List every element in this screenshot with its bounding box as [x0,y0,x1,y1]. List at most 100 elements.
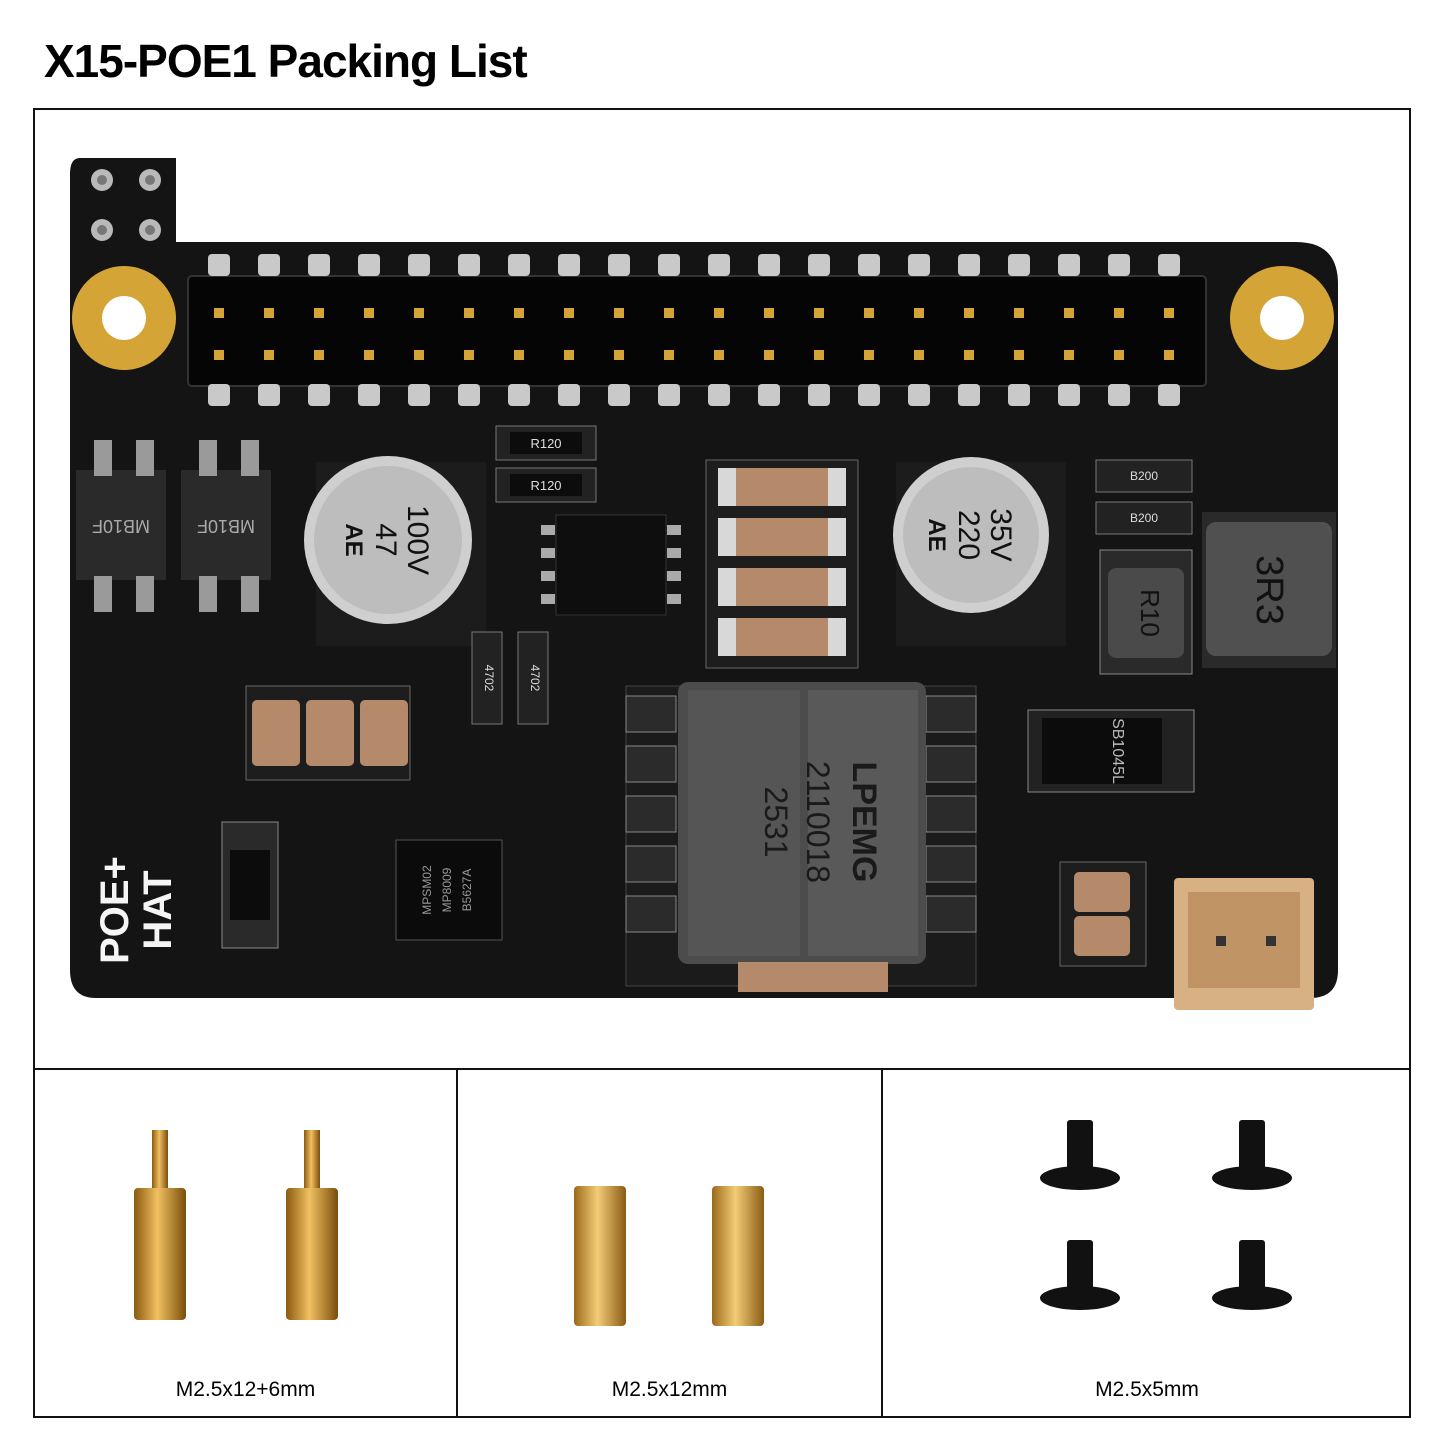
gpio-solder-pad [958,254,980,276]
gpio-solder-pad [358,254,380,276]
gpio-pin [664,350,674,360]
gpio-solder-pad [258,384,280,406]
svg-text:220: 220 [952,510,985,560]
svg-text:100V: 100V [401,505,434,575]
gpio-solder-pad [208,384,230,406]
accessory-caption: M2.5x5mm [1095,1378,1199,1401]
gpio-pin [914,350,924,360]
gpio-solder-pad [908,384,930,406]
gpio-solder-pad [1108,254,1130,276]
gpio-pin [1164,308,1174,318]
gpio-solder-pad [1158,384,1180,406]
schottky-diode: SB1045L [1027,709,1195,793]
svg-text:R120: R120 [530,436,561,451]
gpio-pin [364,308,374,318]
svg-text:4702: 4702 [482,665,496,692]
ceramic-capacitors-left [245,685,411,781]
inductor-3r3: 3R3 [1202,512,1336,668]
gpio-pin [614,350,624,360]
gpio-solder-pad [708,384,730,406]
silkscreen-label: POE+ HAT [93,856,180,964]
tab-holes [91,169,161,241]
gpio-solder-pad [1058,384,1080,406]
accessory-cell-standoff-female: M2.5x12mm [458,1070,881,1416]
gpio-solder-pad [858,254,880,276]
gpio-solder-pad [558,384,580,406]
gpio-pin [214,350,224,360]
gpio-solder-pad [958,384,980,406]
frame-divider [33,1068,1411,1070]
gpio-pin [1114,308,1124,318]
svg-text:MP8009: MP8009 [440,867,454,912]
gpio-solder-pad [1158,254,1180,276]
gpio-pin [264,308,274,318]
svg-text:SB1045L: SB1045L [1109,718,1126,784]
rectifier-right: MB10F [181,440,271,612]
svg-text:MB10F: MB10F [92,516,150,536]
gpio-pin [764,308,774,318]
female-standoff-icon [570,1182,780,1337]
transformer: LPEMG 2110018 2531 [625,682,977,992]
gpio-solder-pad [708,254,730,276]
gpio-solder-pad [608,384,630,406]
cell-divider [881,1068,883,1418]
gpio-pin [564,350,574,360]
controller-ic [541,514,681,616]
svg-text:B200: B200 [1130,469,1158,483]
board-image: MB10F MB10F 100V 47 AE 35V 220 [70,158,1338,1010]
capacitor-left: 100V 47 AE [304,456,486,646]
gpio-pin [714,308,724,318]
gpio-solder-pad [258,254,280,276]
gpio-pin [1014,350,1024,360]
resistor-pair: R120 R120 [495,425,597,503]
gpio-solder-pad [508,384,530,406]
accessory-caption: M2.5x12+6mm [175,1378,316,1401]
gpio-solder-pad [758,384,780,406]
gpio-pin [464,308,474,318]
resistor-4702: 4702 4702 [471,631,549,725]
gpio-pin [514,308,524,318]
gpio-pin [864,350,874,360]
gpio-solder-pad [908,254,930,276]
gpio-pin [1064,350,1074,360]
gpio-pin [564,308,574,318]
svg-text:4702: 4702 [528,665,542,692]
ceramic-capacitors-right [1059,861,1147,967]
svg-text:POE+: POE+ [93,856,137,964]
diode-gk [221,821,279,949]
gpio-pin [714,350,724,360]
capacitor-right: 35V 220 AE [893,457,1066,646]
gpio-solder-pad [458,254,480,276]
gpio-solder-pad [1108,384,1130,406]
rectifier-left: MB10F [76,440,166,612]
packing-list-frame [33,108,1411,1418]
gpio-pin [814,308,824,318]
gpio-pin [1014,308,1024,318]
gpio-solder-pad [858,384,880,406]
svg-text:47: 47 [369,523,402,556]
gpio-pin [914,308,924,318]
gpio-solder-pad [808,384,830,406]
gpio-pin [614,308,624,318]
svg-text:R10: R10 [1135,589,1165,637]
gpio-pin [1114,350,1124,360]
accessory-cell-standoff-male-female: M2.5x12+6mm [35,1070,456,1416]
svg-text:AE: AE [923,518,950,551]
screw-icon [1039,1116,1309,1331]
pwm-controller-chip: MPSM02 MP8009 B5627A [395,839,503,941]
gpio-pin [764,350,774,360]
svg-text:HAT: HAT [136,870,180,949]
svg-text:3R3: 3R3 [1248,555,1290,625]
svg-text:AE: AE [340,523,367,556]
gpio-pin [814,350,824,360]
inductor-r10: R10 [1099,549,1193,675]
accessory-cell-screws: M2.5x5mm [883,1070,1411,1416]
gpio-solder-pad [408,384,430,406]
accessory-caption: M2.5x12mm [611,1378,728,1401]
gpio-pin [1064,308,1074,318]
svg-text:R120: R120 [530,478,561,493]
svg-text:B200: B200 [1130,511,1158,525]
gpio-solder-pad [358,384,380,406]
poe-hat-board: MB10F MB10F 100V 47 AE 35V 220 [66,150,1346,1020]
gpio-solder-pad [658,384,680,406]
